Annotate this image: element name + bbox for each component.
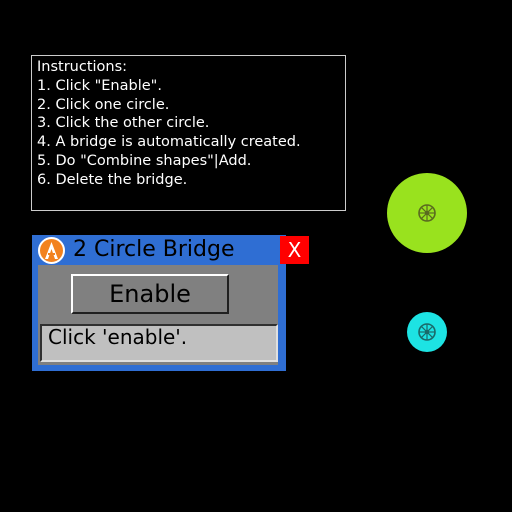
instructions-line: 3. Click the other circle. — [37, 115, 210, 132]
circle-large[interactable] — [387, 173, 467, 253]
instructions-line: 5. Do "Combine shapes"|Add. — [37, 152, 252, 169]
dialog-title: 2 Circle Bridge — [73, 237, 235, 262]
app-logo-icon — [38, 237, 65, 264]
target-icon — [418, 323, 436, 341]
circle-small[interactable] — [407, 312, 447, 352]
instructions-line: 1. Click "Enable". — [37, 77, 162, 94]
close-button[interactable]: X — [280, 236, 309, 264]
target-icon — [418, 204, 436, 222]
enable-button[interactable]: Enable — [71, 274, 229, 314]
instructions-line: Instructions: — [37, 59, 128, 75]
instructions-line: 2. Click one circle. — [37, 96, 170, 113]
instructions-line: 6. Delete the bridge. — [37, 171, 188, 188]
dialog-body: Enable Click 'enable'. — [38, 265, 278, 365]
instructions-line: 4. A bridge is automatically created. — [37, 134, 301, 151]
bridge-dialog: 2 Circle Bridge X Enable Click 'enable'. — [32, 235, 309, 371]
status-field: Click 'enable'. — [40, 324, 278, 362]
dialog-titlebar[interactable]: 2 Circle Bridge X — [32, 235, 309, 265]
instructions-panel: Instructions: 1. Click "Enable". 2. Clic… — [31, 55, 346, 211]
